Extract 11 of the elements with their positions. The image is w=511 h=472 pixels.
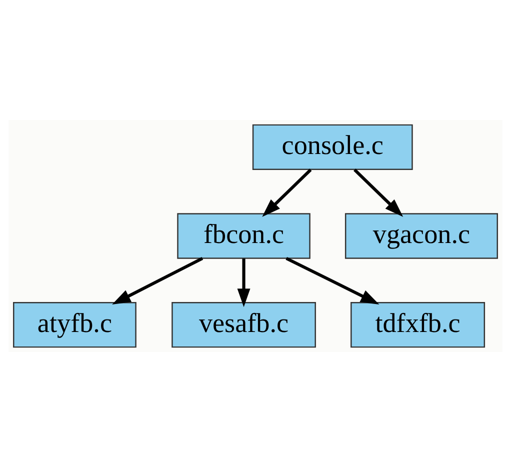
arrow: [112, 256, 204, 305]
node-box: console.c: [252, 124, 413, 170]
node-box: atyfb.c: [13, 302, 136, 348]
node-box: vgacon.c: [344, 213, 498, 259]
arrow: [354, 168, 404, 217]
node-box: tdfxfb.c: [350, 302, 486, 348]
arrow: [237, 258, 250, 308]
node-box: fbcon.c: [177, 213, 310, 259]
arrow: [262, 168, 312, 217]
node-box: vesafb.c: [172, 302, 316, 348]
arrow: [286, 256, 380, 304]
